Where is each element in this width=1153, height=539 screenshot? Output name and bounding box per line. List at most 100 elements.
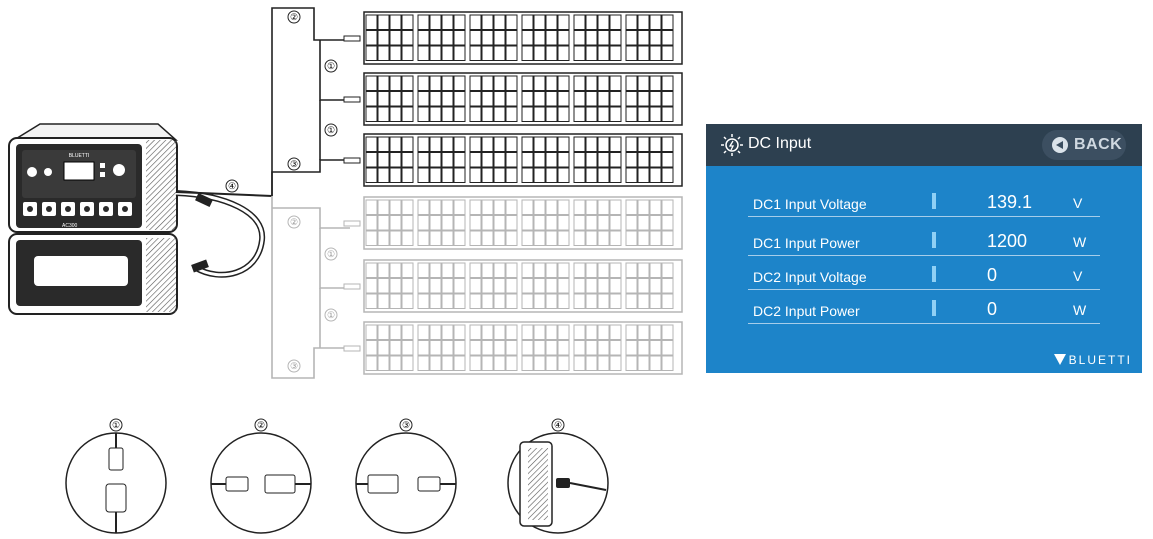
solar-cell	[597, 45, 610, 61]
solar-cell	[389, 262, 402, 278]
solar-cell	[637, 340, 650, 356]
solar-cell	[417, 30, 430, 46]
solar-cell	[533, 230, 546, 246]
solar-cell	[637, 355, 650, 371]
solar-cell	[441, 230, 454, 246]
solar-cell	[469, 324, 482, 340]
solar-cell	[625, 167, 638, 183]
solar-cell	[365, 262, 378, 278]
solar-cell	[377, 75, 390, 91]
solar-cell	[637, 199, 650, 215]
solar-cell	[585, 262, 598, 278]
solar-cell	[521, 45, 534, 61]
solar-cell	[661, 75, 674, 91]
detail-label-2: ②	[257, 420, 265, 430]
solar-cell	[521, 262, 534, 278]
solar-cell	[661, 199, 674, 215]
solar-cell	[545, 278, 558, 294]
solar-cell	[545, 136, 558, 152]
solar-cell	[505, 75, 518, 91]
solar-cell	[453, 167, 466, 183]
solar-cell	[481, 75, 494, 91]
solar-cell	[649, 91, 662, 107]
solar-cell	[609, 30, 622, 46]
callout-4: ④	[228, 181, 236, 191]
solar-cell	[545, 324, 558, 340]
solar-cell	[661, 106, 674, 122]
solar-panel-row-inactive	[343, 321, 683, 375]
solar-cell	[573, 324, 586, 340]
solar-cell	[389, 167, 402, 183]
solar-cell	[453, 293, 466, 309]
solar-cell	[533, 91, 546, 107]
solar-cell	[401, 340, 414, 356]
solar-cell	[573, 215, 586, 231]
solar-cell	[637, 324, 650, 340]
solar-cell	[417, 262, 430, 278]
solar-cell	[649, 262, 662, 278]
solar-cell	[533, 262, 546, 278]
solar-cell	[557, 199, 570, 215]
solar-cell	[377, 199, 390, 215]
solar-cell	[481, 45, 494, 61]
solar-cell	[625, 293, 638, 309]
solar-cell	[469, 91, 482, 107]
solar-cell	[389, 199, 402, 215]
solar-cell	[649, 278, 662, 294]
solar-cell	[441, 167, 454, 183]
solar-cell	[417, 355, 430, 371]
solar-cell	[521, 215, 534, 231]
solar-cell	[557, 293, 570, 309]
solar-cell	[637, 167, 650, 183]
solar-cell	[661, 30, 674, 46]
solar-cell	[377, 91, 390, 107]
solar-cell	[585, 91, 598, 107]
solar-cell	[597, 199, 610, 215]
solar-cell	[365, 278, 378, 294]
solar-cell	[429, 324, 442, 340]
solar-cell	[401, 136, 414, 152]
solar-cell	[625, 106, 638, 122]
solar-cell	[365, 324, 378, 340]
solar-cell	[557, 30, 570, 46]
solar-cell	[429, 230, 442, 246]
row-label: DC2 Input Voltage	[753, 269, 867, 285]
solar-cell	[557, 75, 570, 91]
solar-cell	[521, 14, 534, 30]
solar-cell	[481, 355, 494, 371]
row-dc1-voltage: DC1 Input Voltage 139.1 V	[748, 186, 1100, 217]
solar-cell	[637, 262, 650, 278]
solar-cell	[417, 199, 430, 215]
solar-cell	[389, 293, 402, 309]
solar-cell	[429, 136, 442, 152]
solar-cell	[429, 14, 442, 30]
solar-cell	[625, 262, 638, 278]
solar-cell	[637, 152, 650, 168]
back-button[interactable]: BACK	[1042, 130, 1126, 160]
solar-cell	[557, 152, 570, 168]
solar-cell	[453, 262, 466, 278]
solar-cell	[429, 30, 442, 46]
solar-cell	[597, 230, 610, 246]
solar-cell	[545, 340, 558, 356]
row-unit: W	[1073, 302, 1087, 318]
solar-cell	[469, 136, 482, 152]
solar-cell	[625, 30, 638, 46]
solar-cell	[441, 152, 454, 168]
solar-cell	[441, 45, 454, 61]
solar-cell	[401, 293, 414, 309]
solar-cell	[453, 230, 466, 246]
solar-cell	[573, 199, 586, 215]
solar-cell	[609, 45, 622, 61]
solar-cell	[389, 215, 402, 231]
solar-cell	[389, 324, 402, 340]
detail-label-3: ③	[402, 420, 410, 430]
solar-cell	[521, 230, 534, 246]
solar-cell	[649, 215, 662, 231]
dc-input-icon	[721, 134, 743, 156]
solar-cell	[573, 14, 586, 30]
solar-cell	[377, 30, 390, 46]
solar-cell	[649, 30, 662, 46]
solar-cell	[505, 230, 518, 246]
panel-connector	[343, 35, 361, 42]
